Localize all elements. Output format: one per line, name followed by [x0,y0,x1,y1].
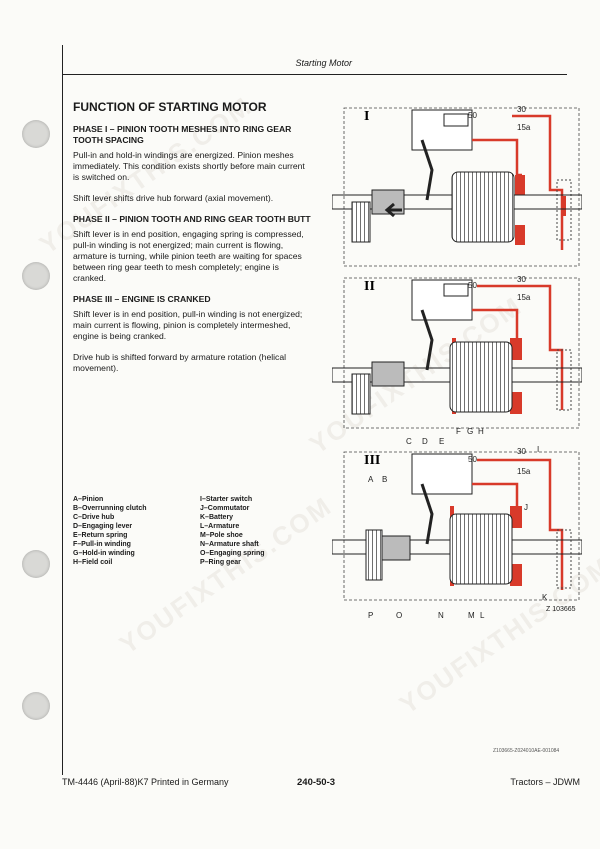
callout-I: I [537,445,539,454]
phase-3-paragraph: Shift lever is in end position, pull-in … [73,309,303,341]
terminal-15a-label: 15a [517,467,531,476]
callout-D: D [422,437,428,446]
legend-item: E–Return spring [73,532,128,539]
terminal-15a-label: 15a [517,123,531,132]
legend-item: I–Starter switch [200,496,253,503]
terminal-30-label: 30 [517,105,526,114]
page-frame-left [62,45,63,775]
terminal-50-label: 50 [468,281,477,290]
legend-item: G–Hold-in winding [73,550,135,557]
legend-item: C–Drive hub [73,514,115,521]
phase-2-heading: PHASE II – PINION TOOTH AND RING GEAR TO… [73,214,311,224]
footer-manual-info: TM-4446 (April-88)K7 Printed in Germany [62,777,229,787]
legend-item: O–Engaging spring [200,550,265,557]
callout-K: K [542,593,548,602]
figure-id: Z 103665 [546,606,576,613]
legend-item: N–Armature shaft [200,541,259,548]
terminal-30-label: 30 [517,275,526,284]
legend-item: F–Pull-in winding [73,541,131,548]
phase-2-label: II [364,279,375,294]
legend-item: J–Commutator [200,505,250,512]
callout-P: P [368,611,373,620]
callout-A: A [368,475,374,484]
callout-G: G [467,427,473,436]
phase-1-label: I [364,109,369,124]
section-header: Starting Motor [295,58,352,68]
phase-1-paragraph: Pull-in and hold-in windings are energiz… [73,150,305,182]
terminal-30-label: 30 [517,447,526,456]
legend-item: M–Pole shoe [200,532,243,539]
terminal-50-label: 50 [468,455,477,464]
callout-C: C [406,437,412,446]
phase-1-diagram: I 30 50 15a [331,105,583,267]
starter-motor-diagram: I 30 50 15a II 30 50 15a [331,100,583,625]
phase-2-paragraph: Shift lever is in end position, engaging… [73,229,304,283]
callout-J: J [524,503,528,512]
page-frame-top [62,74,567,75]
body-text: PHASE I – PINION TOOTH MESHES INTO RING … [73,124,313,384]
legend-item: B–Overrunning clutch [73,505,147,512]
callout-E: E [439,437,444,446]
callout-H: H [478,427,484,436]
legend-right: I–Starter switch J–Commutator K–Battery … [200,495,265,567]
footer-page-number: 240-50-3 [297,777,336,788]
terminal-50-label: 50 [468,111,477,120]
phase-2-diagram: II 30 50 15a [331,275,583,429]
binder-hole [22,550,50,578]
phase-1-paragraph: Shift lever shifts drive hub forward (ax… [73,193,274,203]
phase-3-heading: PHASE III – ENGINE IS CRANKED [73,294,211,304]
phase-3-label: III [364,453,380,468]
page-title: FUNCTION OF STARTING MOTOR [73,100,267,114]
callout-N: N [438,611,444,620]
legend-left: A–Pinion B–Overrunning clutch C–Drive hu… [73,495,147,567]
binder-hole [22,692,50,720]
callout-L: L [480,611,485,620]
legend-item: H–Field coil [73,559,113,566]
binder-hole [22,120,50,148]
terminal-15a-label: 15a [517,293,531,302]
phase-3-diagram: III C D E F G H A B I J K 30 50 15a P O … [331,427,583,620]
phase-3-paragraph: Drive hub is shifted forward by armature… [73,352,287,373]
phase-1-heading: PHASE I – PINION TOOTH MESHES INTO RING … [73,124,292,145]
footer-product: Tractors – JDWM [510,777,580,787]
legend-item: K–Battery [200,514,234,521]
figure-reference: Z103665-Z024010AE-001084 [493,748,560,754]
legend-item: D–Engaging lever [73,523,133,530]
legend-item: L–Armature [200,523,240,530]
binder-hole [22,262,50,290]
callout-F: F [456,427,461,436]
callout-M: M [468,611,475,620]
diagram-svg: I 30 50 15a II 30 50 15a [331,105,583,620]
callout-B: B [382,475,387,484]
callout-O: O [396,611,402,620]
legend-item: A–Pinion [73,496,104,503]
legend-item: P–Ring gear [200,559,241,566]
